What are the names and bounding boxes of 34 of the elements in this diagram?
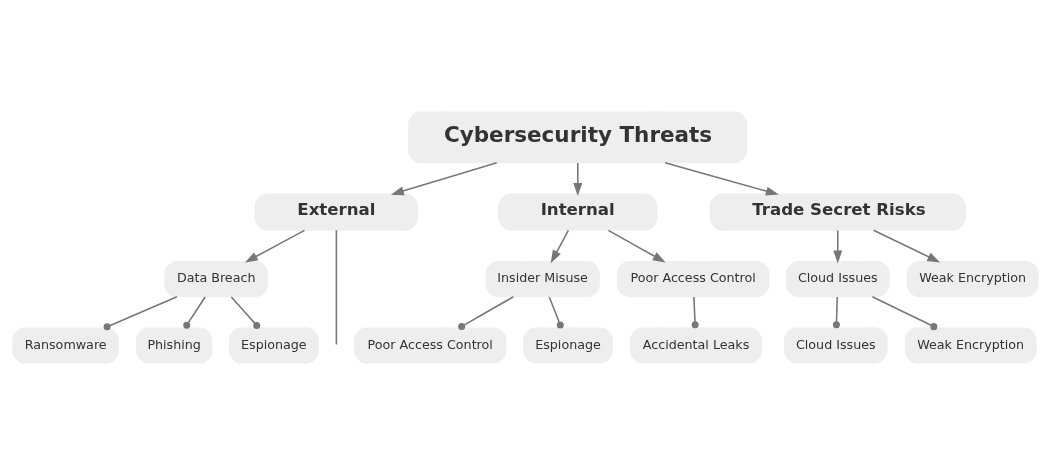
node-box: Weak Encryption [906,260,1039,298]
node-box: Poor Access Control [353,327,507,364]
arrow [664,161,779,196]
node-box: Data Breach [164,260,268,298]
node-box: Accidental Leaks [630,327,762,364]
node-box: Weak Encryption [904,327,1037,364]
connector [183,296,206,329]
arrow [390,161,498,196]
node-box: Cloud Issues [784,327,888,364]
connector [103,296,178,331]
node-box: Internal [498,193,658,231]
node-box: Trade Secret Risks [709,193,966,231]
arrow [833,229,843,264]
node-box: External [254,193,418,231]
arrow [607,229,666,263]
connector [871,296,938,331]
connector [335,229,338,346]
node-box: Ransomware [12,327,119,364]
node-box: Cybersecurity Threats [408,111,748,164]
connector [548,296,564,329]
arrow [573,162,583,196]
arrow [872,229,941,263]
connector [691,296,699,329]
node-box: Espionage [523,327,613,364]
connector [832,296,840,329]
node-box: Phishing [136,327,213,364]
node-box: Espionage [228,327,319,364]
connector [458,296,515,330]
arrow [244,229,306,263]
connector [230,296,261,329]
node-box: Insider Misuse [485,260,600,298]
node-box: Poor Access Control [616,260,770,298]
arrow [550,229,570,264]
node-box: Cloud Issues [785,260,890,298]
